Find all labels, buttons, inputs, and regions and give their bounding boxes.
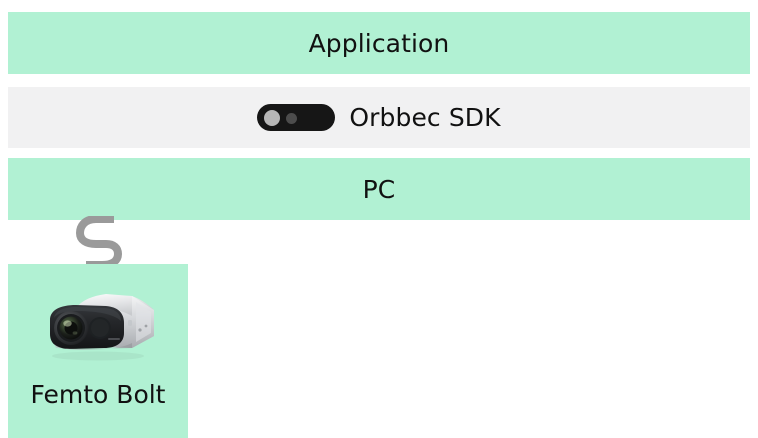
device-label-femto-bolt: Femto Bolt [30, 380, 166, 409]
layer-pc-label: PC [362, 174, 396, 204]
layer-orbbec-sdk-label: Orbbec SDK [349, 103, 501, 132]
layer-pc[interactable]: PC [8, 158, 750, 220]
orbbec-logo-dot-small [286, 113, 298, 124]
orbbec-sdk-row: Orbbec SDK [257, 103, 501, 132]
usb-cable-icon [76, 216, 122, 268]
orbbec-logo-icon [257, 104, 336, 131]
femto-bolt-camera-image [8, 282, 188, 368]
device-card-femto-bolt[interactable]: Femto Bolt [8, 264, 188, 438]
orbbec-logo-dot-large [264, 110, 281, 126]
layer-application[interactable]: Application [8, 12, 750, 74]
layer-application-label: Application [308, 28, 450, 58]
layer-orbbec-sdk[interactable]: Orbbec SDK [8, 87, 750, 148]
